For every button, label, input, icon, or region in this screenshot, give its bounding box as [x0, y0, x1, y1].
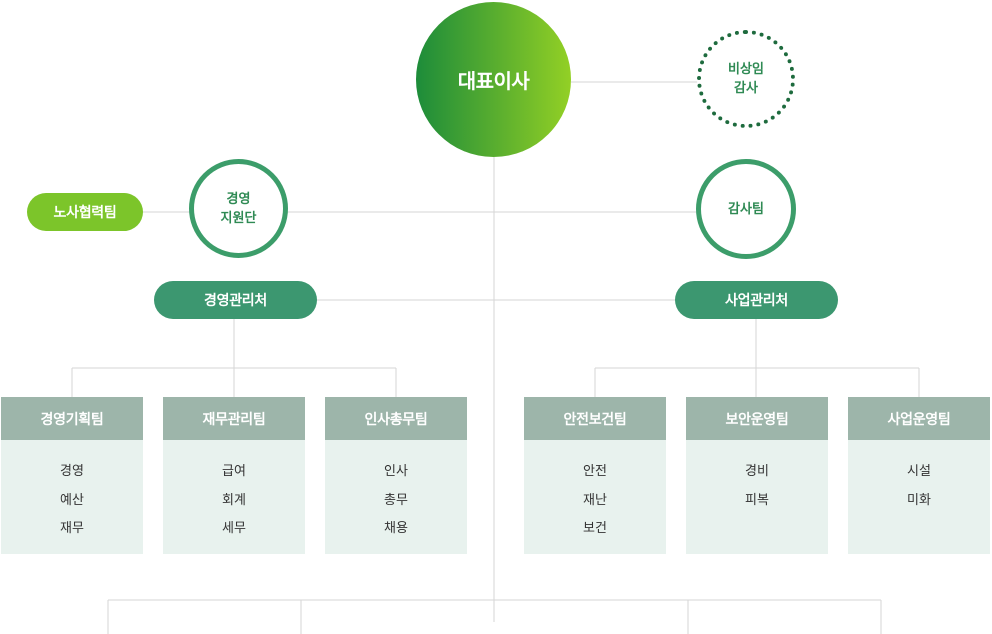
business-division-label: 사업관리처 — [725, 293, 788, 309]
management-division-node: 경영관리처 — [154, 281, 317, 319]
team-duty: 보건 — [583, 521, 607, 536]
team-duty-list: 경비 피복 — [686, 440, 828, 515]
team-duty: 미화 — [907, 492, 931, 508]
team-duty-list: 시설 미화 — [848, 440, 990, 515]
team-duty-list: 인사 총무 채용 — [325, 440, 467, 544]
team-title: 인사총무팀 — [325, 397, 467, 440]
team-duty: 급여 — [222, 464, 246, 479]
team-duty-list: 경영 예산 재무 — [1, 440, 143, 544]
team-title: 보안운영팀 — [686, 397, 828, 440]
team-title: 경영기획팀 — [1, 397, 143, 440]
ceo-node: 대표이사 — [416, 2, 571, 157]
team-duty: 채용 — [384, 521, 408, 536]
team-title: 사업운영팀 — [848, 397, 990, 440]
audit-team-node: 감사팀 — [696, 159, 796, 259]
team-card-safety: 안전보건팀 안전 재난 보건 — [524, 397, 666, 554]
team-card-finance: 재무관리팀 급여 회계 세무 — [163, 397, 305, 554]
team-duty: 시설 — [907, 464, 931, 479]
auditor-label-line-2: 감사 — [734, 81, 758, 96]
team-duty: 경비 — [745, 464, 769, 479]
team-card-security: 보안운영팀 경비 피복 — [686, 397, 828, 554]
team-card-operations: 사업운영팀 시설 미화 — [848, 397, 990, 554]
ceo-label: 대표이사 — [457, 69, 530, 93]
auditor-label-line-1: 비상임 — [728, 62, 764, 77]
team-duty: 회계 — [222, 492, 246, 508]
support-group-label-line-1: 경영 — [226, 191, 251, 207]
team-title: 안전보건팀 — [524, 397, 666, 440]
team-duty-list: 급여 회계 세무 — [163, 440, 305, 544]
team-duty: 재무 — [60, 521, 84, 536]
audit-team-label: 감사팀 — [728, 201, 764, 217]
labor-team-node: 노사협력팀 — [27, 193, 143, 231]
business-division-node: 사업관리처 — [675, 281, 838, 319]
team-duty: 피복 — [745, 492, 769, 508]
support-group-node: 경영 지원단 — [189, 159, 288, 258]
team-duty: 재난 — [583, 492, 607, 508]
auditor-node: 비상임 감사 — [697, 30, 795, 128]
team-duty: 경영 — [60, 464, 84, 479]
team-duty: 안전 — [583, 464, 607, 479]
team-duty: 예산 — [60, 492, 84, 508]
support-group-label-line-2: 지원단 — [220, 210, 257, 226]
team-card-hr: 인사총무팀 인사 총무 채용 — [325, 397, 467, 554]
team-duty: 총무 — [384, 492, 408, 508]
team-duty: 세무 — [222, 521, 246, 536]
management-division-label: 경영관리처 — [204, 293, 267, 309]
team-duty-list: 안전 재난 보건 — [524, 440, 666, 544]
team-duty: 인사 — [384, 464, 408, 479]
team-card-planning: 경영기획팀 경영 예산 재무 — [1, 397, 143, 554]
labor-team-label: 노사협력팀 — [53, 205, 117, 221]
team-title: 재무관리팀 — [163, 397, 305, 440]
